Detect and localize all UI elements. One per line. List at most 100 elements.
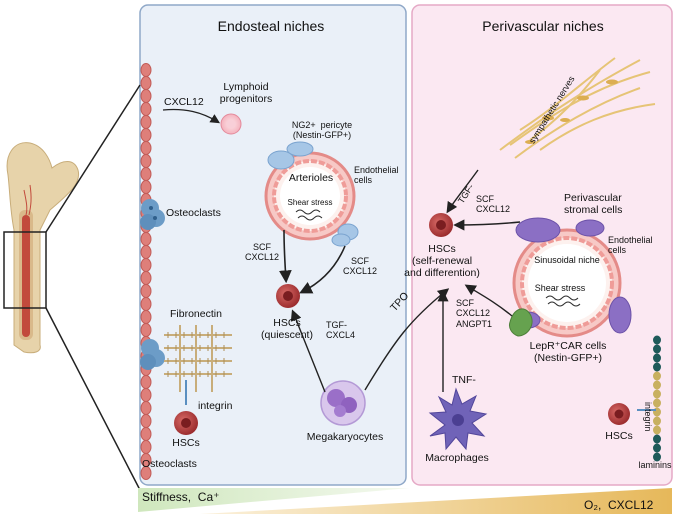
osteoblast-cell: [140, 115, 152, 129]
osteoblast-cell: [140, 284, 152, 298]
osteoclasts-top-label: Osteoclasts: [166, 207, 221, 219]
laminin-bead: [653, 443, 661, 453]
osteoblast-cell: [140, 414, 152, 428]
hscs-bottom-left-label: HSCs: [172, 437, 200, 449]
laminin-bead: [653, 389, 661, 399]
laminin-bead: [653, 335, 661, 345]
tgf-cxcl4-label: TGF- CXCL4: [326, 320, 356, 341]
zoom-line-bottom: [45, 307, 141, 491]
osteoblast-cell: [140, 167, 152, 181]
arrow-tpo: [364, 288, 450, 391]
osteoblast-cell: [140, 141, 152, 155]
osteoblast-cell: [140, 258, 152, 272]
osteoclasts-bottom-label: Osteoclasts: [142, 458, 197, 470]
scf-cxcl12-left-b-label: SCF CXCL12: [342, 256, 378, 277]
stiffness-gradient: [138, 488, 410, 512]
perivascular-stromal-label: Perivascular stromal cells: [564, 192, 623, 217]
endosteal-panel: [139, 4, 407, 486]
zoom-box: [3, 231, 47, 309]
osteoblast-cell: [140, 180, 152, 194]
cxcl12-lymphoid-label: CXCL12: [164, 96, 204, 108]
osteoblast-cell: [140, 310, 152, 324]
arrow-cxcl12-lymphoid: [162, 108, 221, 124]
arrow-tgf-cxcl4: [290, 309, 326, 393]
laminin-bead: [653, 416, 661, 426]
hscs-self-renewal-label: HSCs (self-renewal and differention): [404, 243, 480, 280]
lymphoid-progenitors-label: Lymphoid progenitors: [219, 81, 273, 106]
oxygen-label: O₂, CXCL12: [584, 498, 654, 512]
osteoblast-cell: [140, 388, 152, 402]
tnf-label: TNF-: [452, 374, 476, 386]
macrophages-label: Macrophages: [425, 452, 489, 464]
osteoblast-cell: [140, 232, 152, 246]
osteoblast-cell: [140, 76, 152, 90]
osteoblast-cell: [140, 128, 152, 142]
macrophage-cell: [428, 387, 488, 451]
integrin-left-label: integrin: [198, 400, 233, 412]
stromal-cells: [515, 217, 632, 334]
osteoblast-cell: [140, 154, 152, 168]
oxygen-gradient: [200, 488, 672, 514]
lepr-car-label: LepR⁺CAR cells (Nestin-GFP+): [529, 340, 607, 365]
osteoblast-cell: [140, 89, 152, 103]
fibronectin-label: Fibronectin: [170, 308, 222, 320]
endosteal-title: Endosteal niches: [217, 18, 325, 34]
laminin-bead: [653, 407, 661, 417]
shear-stress-left-label: Shear stress: [287, 198, 333, 207]
laminin-bead: [653, 371, 661, 381]
ng2-pericyte-label: NG2+ pericyte (Nestin-GFP+): [291, 120, 353, 141]
arrow-scf-right: [453, 219, 521, 231]
osteoblast-cell: [140, 401, 152, 415]
osteoblast-cell: [140, 323, 152, 337]
arrow-scf-left-b: [299, 245, 346, 294]
laminin-bead: [653, 452, 661, 462]
hscs-bottom-right-label: HSCs: [605, 430, 633, 442]
arteriole-vessel: [264, 141, 359, 247]
sympathetic-nerves: [499, 57, 656, 159]
scf-cxcl12-right-label: SCF CXCL12: [476, 194, 511, 215]
shear-wave-left: [295, 209, 321, 215]
osteoblast-cell: [140, 466, 152, 480]
laminin-bead: [653, 380, 661, 390]
hscs-quiescent-label: HSCs (quiescent): [261, 317, 313, 342]
megakaryocytes-label: Megakaryocytes: [306, 431, 384, 443]
arrow-scf-angpt1: [464, 284, 513, 317]
perivascular-title: Perivascular niches: [482, 18, 604, 34]
osteoblast-cell: [140, 271, 152, 285]
zoom-line-top: [45, 84, 141, 233]
osteoblast-cell: [140, 440, 152, 454]
nerve-nodes: [525, 79, 618, 144]
scf-cxcl12-angpt1-label: SCF CXCL12 ANGPT1: [456, 298, 493, 329]
sinusoid-vessel: [512, 228, 622, 338]
osteoblast-cell: [140, 427, 152, 441]
laminin-bead: [653, 425, 661, 435]
arrow-scf-left-a: [278, 229, 292, 284]
shear-wave-right: [545, 295, 579, 301]
laminin-bead: [653, 434, 661, 444]
lepr-car-cell: [509, 308, 533, 337]
osteoblast-cell: [140, 102, 152, 116]
laminin-bead: [653, 398, 661, 408]
megakaryocyte-cell: [320, 380, 366, 426]
femur-bone: [6, 142, 80, 354]
arterioles-label: Arterioles: [288, 172, 334, 184]
endothelial-cells-right-label: Endothelial cells: [608, 235, 653, 256]
laminin-chain: [653, 335, 661, 462]
shear-stress-right-label: Shear stress: [534, 283, 586, 293]
laminin-bead: [653, 353, 661, 363]
osteoblast-cell: [140, 245, 152, 259]
osteoblast-cell: [140, 63, 152, 77]
endothelial-cells-left-label: Endothelial cells: [354, 165, 399, 186]
laminins-label: laminins: [638, 460, 672, 470]
osteoblast-cell: [140, 297, 152, 311]
sinusoidal-niche-label: Sinusoidal niche: [534, 255, 600, 265]
laminin-bead: [653, 344, 661, 354]
osteoclast-top: [140, 199, 165, 230]
laminin-bead: [653, 362, 661, 372]
stiffness-label: Stiffness, Ca⁺: [142, 490, 220, 504]
scf-cxcl12-left-a-label: SCF CXCL12: [244, 242, 280, 263]
fibronectin-mesh: [164, 325, 232, 392]
integrin-right-label: integrin: [643, 402, 653, 432]
